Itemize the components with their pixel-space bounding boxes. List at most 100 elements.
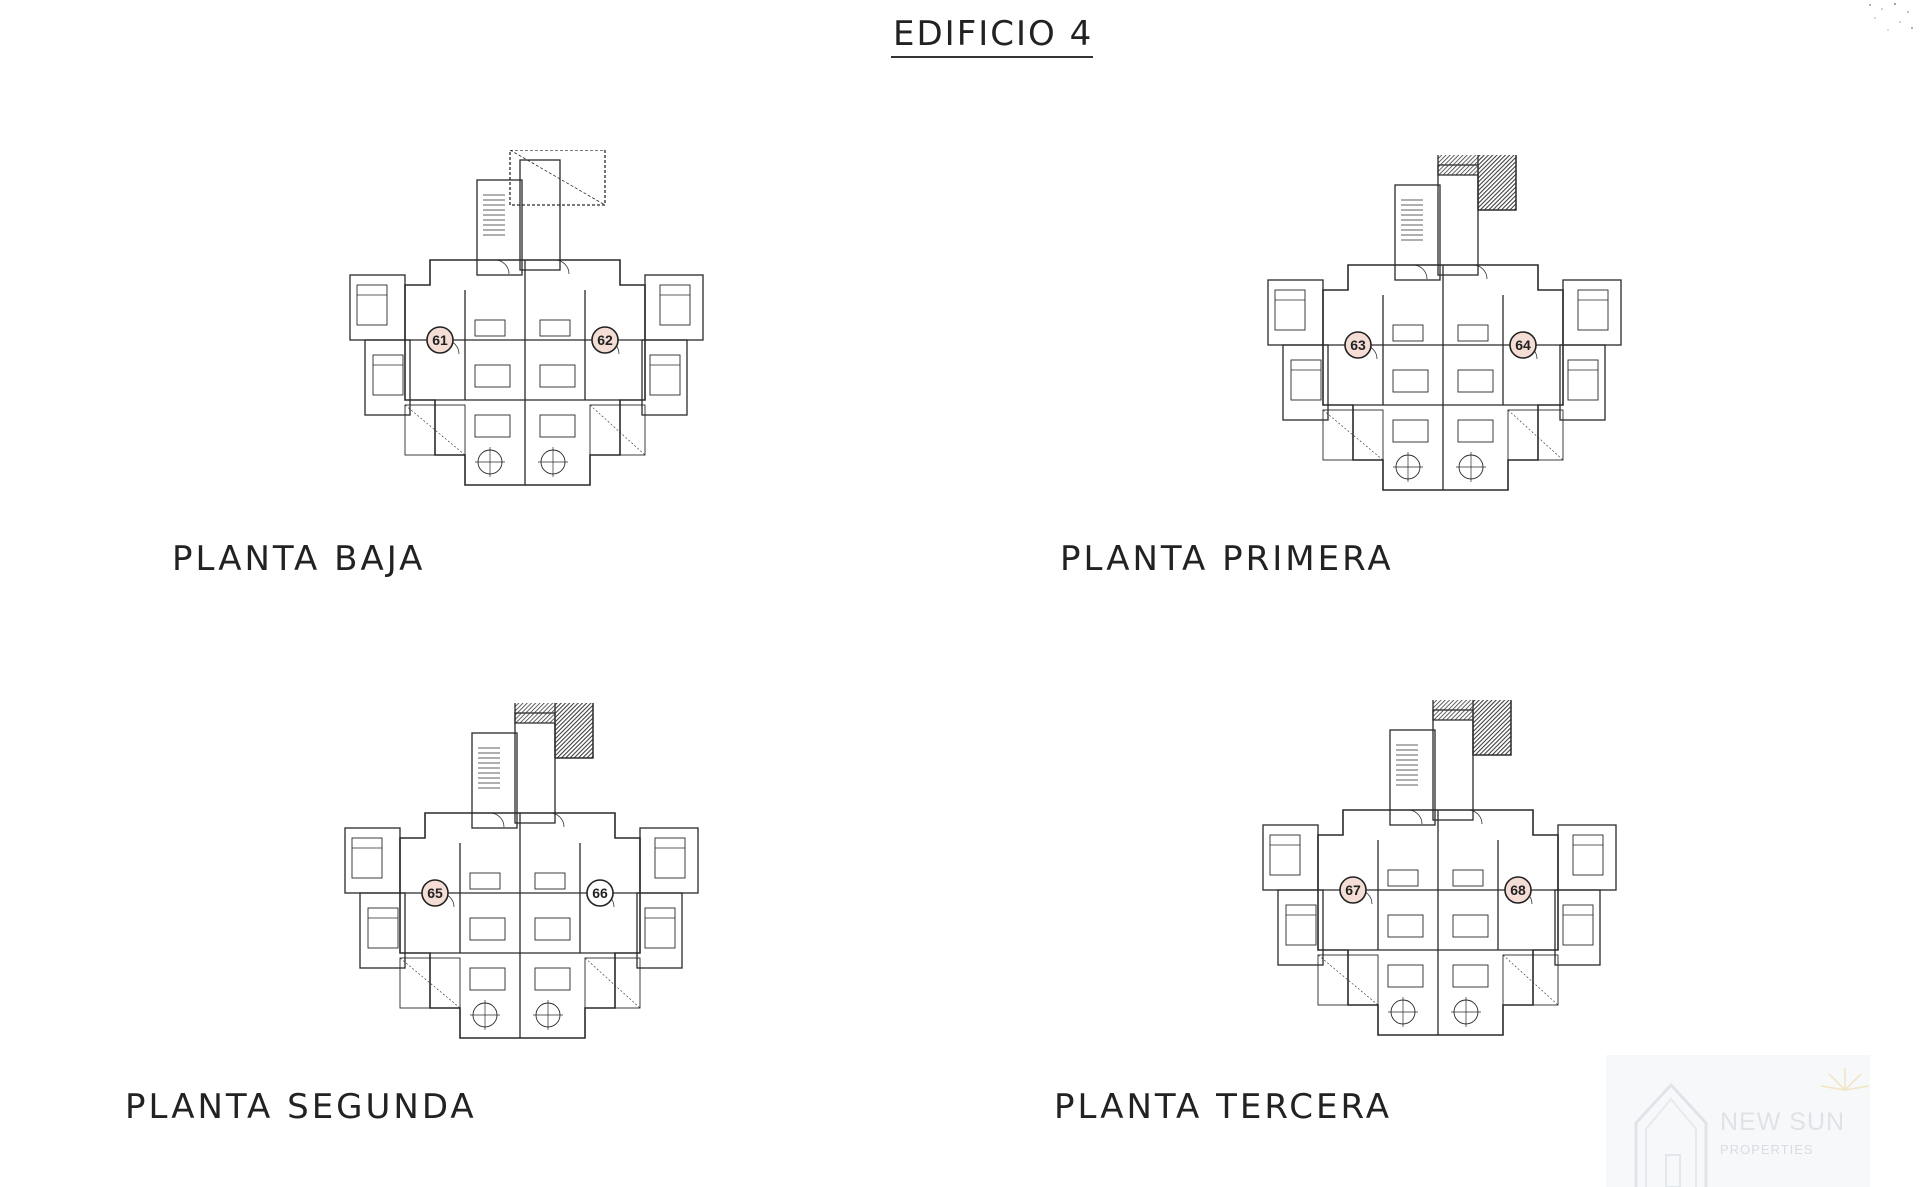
- bed-icon: [372, 354, 404, 396]
- bed-icon: [367, 907, 399, 949]
- watermark-sub: PROPERTIES: [1720, 1142, 1814, 1157]
- sofa-icon: [1452, 914, 1489, 938]
- door-swing: [1467, 809, 1483, 825]
- sofa-icon: [539, 364, 576, 388]
- sofa-icon: [1452, 964, 1489, 988]
- sofa-icon: [1387, 914, 1424, 938]
- dining-table-icon: [1387, 869, 1419, 887]
- floor-label-segunda: PLANTA SEGUNDA: [125, 1087, 477, 1127]
- sofa-icon: [1457, 369, 1494, 393]
- sofa-icon: [1457, 419, 1494, 443]
- house-logo-icon: [1634, 1082, 1708, 1187]
- title-underline: [891, 56, 1093, 58]
- sofa-icon: [539, 414, 576, 438]
- door-swing: [494, 259, 510, 275]
- bed-icon: [1572, 834, 1604, 876]
- door-swing: [554, 259, 570, 275]
- door-swing: [1472, 264, 1488, 280]
- floor-plan-drawing: 63 64: [1267, 155, 1622, 491]
- corner-terrace: [399, 957, 461, 1009]
- page-title: EDIFICIO 4: [893, 14, 1094, 54]
- right-lower-wing: [636, 892, 683, 969]
- unit-number: 68: [1510, 882, 1526, 898]
- elevator-shaft: [1432, 709, 1474, 821]
- unit-number: 61: [432, 332, 448, 348]
- left-lower-wing: [364, 339, 411, 416]
- stair-core: [471, 732, 518, 829]
- watermark-name: NEW SUN: [1720, 1108, 1846, 1136]
- bed-icon: [1285, 904, 1317, 946]
- sofa-icon: [534, 917, 571, 941]
- building-outline: [399, 812, 641, 1039]
- right-lower-wing: [641, 339, 688, 416]
- corner-terrace: [1322, 409, 1384, 461]
- unit-number: 65: [427, 885, 443, 901]
- corner-terrace: [1317, 954, 1379, 1006]
- floor-plan-drawing: 67 68: [1262, 700, 1617, 1036]
- bed-icon: [1577, 289, 1609, 331]
- sun-logo-icon: [1820, 1068, 1870, 1091]
- unit-badge: 68: [1504, 876, 1532, 904]
- elevator-shaft: [1437, 164, 1479, 276]
- sofa-icon: [1387, 964, 1424, 988]
- door-swing: [1407, 809, 1423, 825]
- sofa-icon: [474, 414, 511, 438]
- stair-core: [476, 179, 523, 276]
- elevator-shaft: [514, 712, 556, 824]
- unit-number: 62: [597, 332, 613, 348]
- scan-speckle: [1869, 2, 1913, 31]
- right-lower-wing: [1554, 889, 1601, 966]
- stair-core: [1389, 729, 1436, 826]
- left-lower-wing: [1277, 889, 1324, 966]
- stair-core: [1394, 184, 1441, 281]
- door-swing: [1412, 264, 1428, 280]
- unit-number: 66: [592, 885, 608, 901]
- floor-label-primera: PLANTA PRIMERA: [1060, 539, 1394, 579]
- bed-icon: [644, 907, 676, 949]
- bed-icon: [649, 354, 681, 396]
- sofa-icon: [1392, 369, 1429, 393]
- building-outline: [1322, 264, 1564, 491]
- floor-plan-drawing: 65 66: [344, 703, 699, 1039]
- roof-outline: [514, 703, 594, 759]
- building-outline: [404, 259, 646, 486]
- unit-badge: 63: [1344, 331, 1372, 359]
- sofa-icon: [1392, 419, 1429, 443]
- corner-terrace: [1502, 954, 1559, 1006]
- floor-plan-baja: 61 62: [345, 150, 710, 520]
- dining-table-icon: [539, 319, 571, 337]
- left-lower-wing: [1282, 344, 1329, 421]
- dining-table-icon: [1452, 869, 1484, 887]
- bed-icon: [659, 284, 691, 326]
- floor-plan-tercera: 67 68: [1258, 700, 1623, 1070]
- unit-number: 67: [1345, 882, 1361, 898]
- dining-table-icon: [1457, 324, 1489, 342]
- bed-icon: [1567, 359, 1599, 401]
- bed-icon: [1269, 834, 1301, 876]
- sofa-icon: [474, 364, 511, 388]
- bed-icon: [1274, 289, 1306, 331]
- watermark-panel: [1606, 1055, 1870, 1187]
- floor-plan-primera: 63 64: [1263, 155, 1628, 525]
- building-outline: [1317, 809, 1559, 1036]
- dining-table-icon: [469, 872, 501, 890]
- bed-icon: [356, 284, 388, 326]
- unit-badge: 64: [1509, 331, 1537, 359]
- bed-icon: [1290, 359, 1322, 401]
- entrance-canopy: [509, 150, 606, 206]
- unit-badge: 61: [426, 326, 454, 354]
- sofa-icon: [534, 967, 571, 991]
- corner-terrace: [1507, 409, 1564, 461]
- unit-number: 64: [1515, 337, 1531, 353]
- floor-plan-drawing: 61 62: [349, 150, 704, 486]
- bed-icon: [1562, 904, 1594, 946]
- unit-badge: 67: [1339, 876, 1367, 904]
- dining-table-icon: [1392, 324, 1424, 342]
- corner-terrace: [404, 404, 466, 456]
- floor-label-baja: PLANTA BAJA: [172, 539, 426, 579]
- left-lower-wing: [359, 892, 406, 969]
- sofa-icon: [469, 967, 506, 991]
- unit-badge: 65: [421, 879, 449, 907]
- floor-label-tercera: PLANTA TERCERA: [1054, 1087, 1393, 1127]
- unit-badge: 66: [586, 879, 614, 907]
